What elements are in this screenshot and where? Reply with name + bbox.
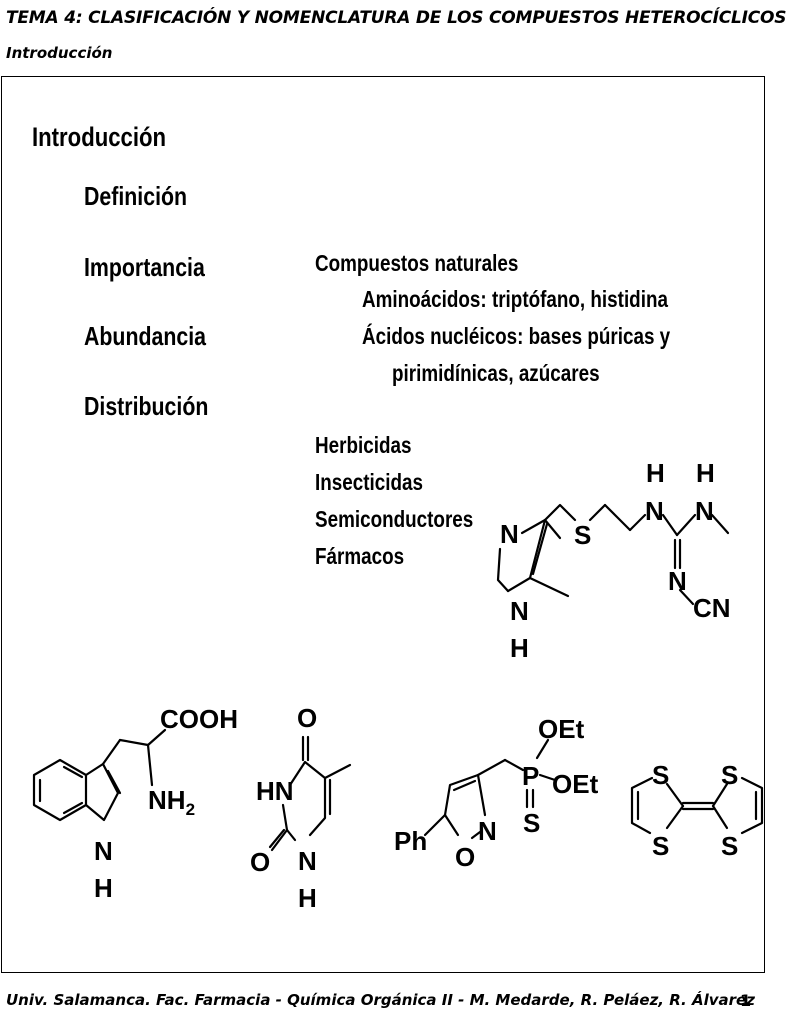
amino-group: NH2 bbox=[148, 785, 195, 819]
atom-n: N bbox=[668, 566, 687, 596]
tryptophan-structure: COOH NH2 N H bbox=[32, 704, 238, 903]
use-farmacos: Fármacos bbox=[315, 543, 405, 569]
atom-h: H bbox=[696, 458, 715, 488]
atom-h: H bbox=[510, 633, 529, 663]
atom-s: S bbox=[652, 760, 669, 790]
atom-s: S bbox=[523, 808, 540, 838]
atom-h: H bbox=[646, 458, 665, 488]
outline-item-distribucion: Distribución bbox=[84, 391, 209, 421]
atom-n: N bbox=[94, 836, 113, 866]
atom-s: S bbox=[721, 831, 738, 861]
footer-credits: Univ. Salamanca. Fac. Farmacia - Química… bbox=[6, 991, 755, 1009]
atom-s: S bbox=[652, 831, 669, 861]
ethoxy-group: OEt bbox=[552, 769, 599, 799]
outline-heading: Introducción bbox=[32, 122, 167, 152]
tetrathiafulvalene-structure: S S S S bbox=[630, 760, 764, 861]
atom-n: N bbox=[478, 816, 497, 846]
atom-n: N bbox=[645, 496, 664, 526]
atom-n: N bbox=[695, 496, 714, 526]
atom-h: H bbox=[94, 873, 113, 903]
slide-frame bbox=[1, 76, 765, 973]
atom-h: H bbox=[298, 883, 317, 913]
outline-item-abundancia: Abundancia bbox=[84, 321, 207, 351]
atom-n: N bbox=[510, 596, 529, 626]
thymine-structure: O HN O N H bbox=[250, 703, 352, 913]
natural-line-1: Aminoácidos: triptófano, histidina bbox=[362, 286, 668, 312]
use-semiconductores: Semiconductores bbox=[315, 506, 474, 532]
page-number: 1 bbox=[740, 991, 752, 1010]
outline-item-definicion: Definición bbox=[84, 181, 188, 211]
atom-n: N bbox=[298, 846, 317, 876]
atom-n: N bbox=[500, 519, 519, 549]
atom-hn: HN bbox=[256, 776, 294, 806]
use-herbicidas: Herbicidas bbox=[315, 432, 412, 458]
natural-heading: Compuestos naturales bbox=[315, 250, 519, 276]
atom-s: S bbox=[721, 760, 738, 790]
natural-line-3: pirimidínicas, azúcares bbox=[392, 360, 600, 386]
natural-line-2: Ácidos nucléicos: bases púricas y bbox=[362, 323, 671, 349]
atom-o: O bbox=[455, 842, 475, 872]
atom-s: S bbox=[574, 520, 591, 550]
use-insecticidas: Insecticidas bbox=[315, 469, 423, 495]
atom-o: O bbox=[297, 703, 317, 733]
outline-item-importancia: Importancia bbox=[84, 252, 205, 282]
phenyl-group: Ph bbox=[394, 826, 427, 856]
carboxyl-group: COOH bbox=[160, 704, 238, 734]
cyano-group: CN bbox=[693, 593, 731, 623]
atom-o: O bbox=[250, 847, 270, 877]
slide-title: TEMA 4: CLASIFICACIÓN Y NOMENCLATURA DE … bbox=[6, 8, 786, 28]
isoxazole-phosphonate-structure: Ph O N P OEt OEt S bbox=[394, 714, 599, 872]
atom-p: P bbox=[522, 761, 539, 791]
ethoxy-group: OEt bbox=[538, 714, 585, 744]
cimetidine-structure: N N H S N H N H N CN bbox=[496, 458, 731, 663]
slide-subtitle: Introducción bbox=[6, 44, 113, 62]
